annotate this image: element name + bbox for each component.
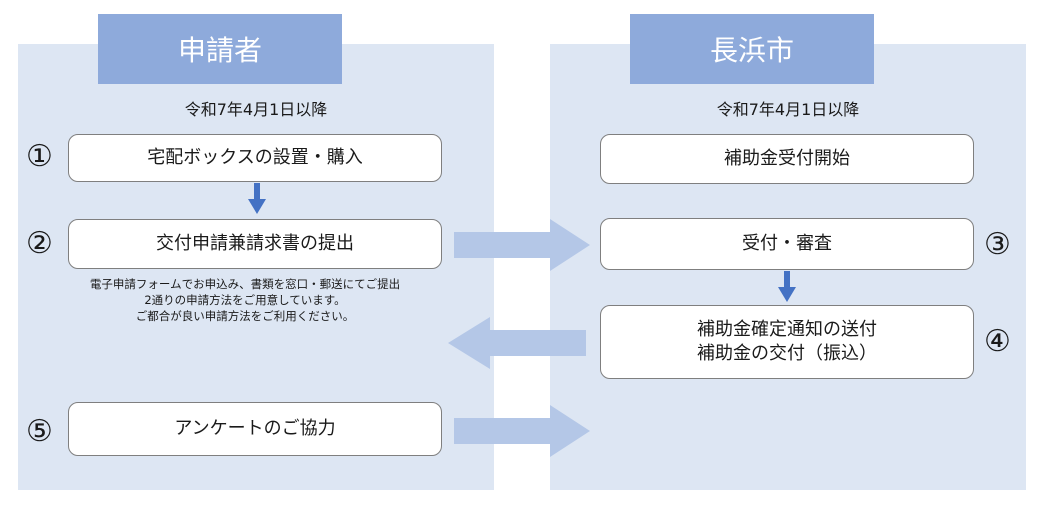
step-number-5: ⑤ — [26, 414, 53, 449]
right-arrow-survey — [454, 405, 590, 457]
step-notify-line-2: 補助金の交付（振込） — [697, 343, 877, 364]
application-method-note: 電子申請フォームでお申込み、書類を窓口・郵送にてご提出 2通りの申請方法をご用意… — [28, 276, 462, 324]
subsidy-start-box: 補助金受付開始 — [600, 134, 974, 184]
step-notify-box: 補助金確定通知の送付 補助金の交付（振込） — [600, 305, 974, 379]
step-submit-label: 交付申請兼請求書の提出 — [156, 232, 354, 254]
step-survey-box: アンケートのご協力 — [68, 402, 442, 456]
step-number-3: ③ — [984, 227, 1011, 262]
step-review-box: 受付・審査 — [600, 218, 974, 270]
step-notify-line-1: 補助金確定通知の送付 — [697, 318, 877, 340]
city-header: 長浜市 — [630, 14, 874, 84]
note-line-1: 電子申請フォームでお申込み、書類を窓口・郵送にてご提出 — [89, 277, 401, 291]
step-survey-label: アンケートのご協力 — [174, 417, 336, 439]
step-install-label: 宅配ボックスの設置・購入 — [147, 146, 363, 168]
city-date: 令和7年4月1日以降 — [716, 100, 860, 119]
step-number-2: ② — [26, 226, 53, 261]
subsidy-start-label: 補助金受付開始 — [724, 147, 850, 169]
step-submit-box: 交付申請兼請求書の提出 — [68, 219, 442, 269]
note-line-3: ご都合が良い申請方法をご利用ください。 — [135, 309, 355, 324]
right-arrow-submit — [454, 219, 590, 271]
step-number-1: ① — [26, 139, 53, 174]
down-arrow-3-4 — [778, 271, 796, 302]
applicant-header: 申請者 — [98, 14, 342, 84]
down-arrow-1-2 — [248, 183, 266, 214]
step-number-4: ④ — [984, 324, 1011, 359]
step-review-label: 受付・審査 — [742, 232, 832, 254]
left-arrow-notify — [448, 317, 586, 369]
applicant-date: 令和7年4月1日以降 — [184, 100, 328, 119]
step-install-box: 宅配ボックスの設置・購入 — [68, 134, 442, 182]
note-line-2: 2通りの申請方法をご用意しています。 — [144, 293, 346, 308]
